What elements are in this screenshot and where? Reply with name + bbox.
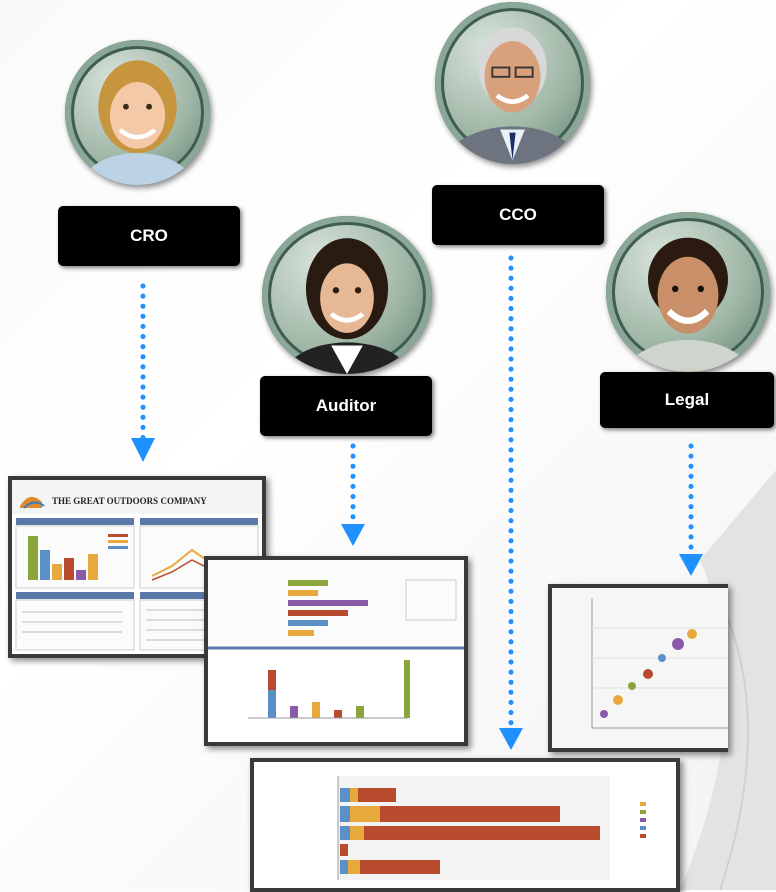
cco-avatar [435, 2, 590, 164]
cro-avatar [65, 40, 210, 185]
legal-scatter-screenshot [548, 584, 728, 752]
auditor-label: Auditor [260, 376, 432, 436]
legal-arrow [679, 443, 703, 576]
cco-label: CCO [432, 185, 604, 245]
cco-arrow [499, 255, 523, 750]
cco-stacked-bar-screenshot [250, 758, 680, 892]
cro-label: CRO [58, 206, 240, 266]
auditor-avatar [262, 216, 432, 374]
legal-label: Legal [600, 372, 774, 428]
auditor-dashboard-screenshot [204, 556, 468, 746]
auditor-arrow [341, 443, 365, 546]
cro-arrow [131, 283, 155, 462]
legal-avatar [606, 212, 770, 372]
company-header-text: THE GREAT OUTDOORS COMPANY [52, 496, 207, 506]
